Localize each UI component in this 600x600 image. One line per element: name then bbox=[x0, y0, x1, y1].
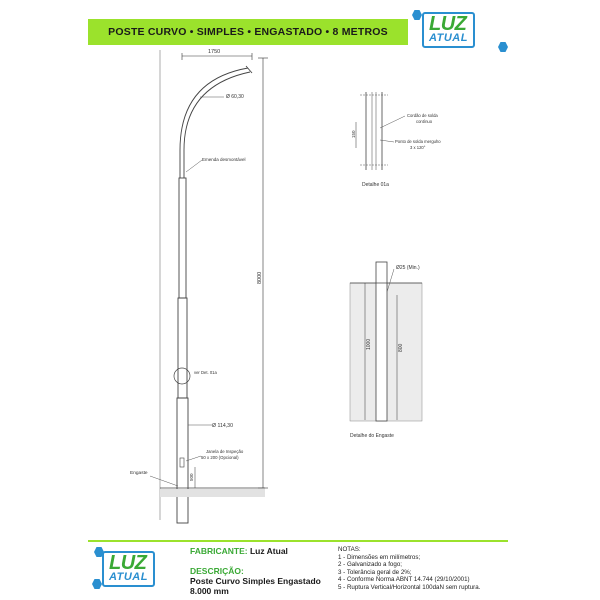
window-label-1: Janela de Inspeção bbox=[206, 449, 244, 454]
window-label-2: 50 x 200 (Opcional) bbox=[201, 455, 239, 460]
logo-word-luz: LUZ bbox=[109, 552, 147, 574]
detail-embed: Ø25 (Min.) 1000 800 Detalhe do Engaste bbox=[349, 261, 423, 439]
window-dimension-label: 500 bbox=[189, 473, 194, 481]
embed-diameter-label: Ø25 (Min.) bbox=[396, 265, 420, 271]
note-item: 4 - Conforme Norma ABNT 14.744 (29/10/20… bbox=[338, 576, 470, 584]
embed-dimension-outer: 1000 bbox=[366, 339, 372, 350]
technical-drawing: 1750 Ø 60,30 Emenda desmontável ver Det.… bbox=[130, 49, 441, 524]
manufacturer-value: Luz Atual bbox=[249, 546, 288, 556]
pole-arm bbox=[179, 67, 249, 178]
weld-callout-1a: Cordão de solda bbox=[407, 113, 438, 118]
hexagon-icon bbox=[92, 579, 102, 589]
weld-callout-2a: Ponto de solda merguho bbox=[395, 139, 441, 144]
pole-lower-section bbox=[176, 397, 189, 524]
notes-title: NOTAS: bbox=[338, 546, 361, 553]
note-item: 5 - Ruptura Vertical/Horizontal 100daN s… bbox=[338, 583, 481, 591]
detail-01a: 150 Cordão de solda contínuo Ponto de so… bbox=[351, 92, 441, 188]
logo-badge: LUZ ATUAL bbox=[422, 12, 475, 48]
base-diameter-label: Ø 114,30 bbox=[212, 423, 233, 429]
detail-circle bbox=[173, 367, 191, 385]
manufacturer-label: FABRICANTE: bbox=[190, 546, 248, 556]
ground-hatch bbox=[160, 489, 265, 497]
inspection-window bbox=[179, 457, 185, 468]
hexagon-icon bbox=[498, 42, 508, 52]
embed-label: Engaste bbox=[130, 470, 148, 476]
logo-word-luz: LUZ bbox=[429, 13, 467, 35]
note-item: 1 - Dimensões em milímetros; bbox=[338, 553, 421, 561]
joint-label: Emenda desmontável bbox=[202, 157, 246, 162]
manufacturer-block: FABRICANTE: Luz Atual bbox=[190, 546, 288, 556]
description-block: DESCRIÇÃO: Poste Curvo Simples Engastado… bbox=[190, 566, 321, 596]
pole-upper-section bbox=[178, 177, 187, 299]
detail-01a-dimension: 150 bbox=[351, 130, 356, 138]
height-dimension-label: 8000 bbox=[257, 272, 263, 284]
detail-reference-label: ver Det. 01a bbox=[194, 370, 217, 375]
detail-01a-caption: Detalhe 01a bbox=[362, 182, 389, 188]
note-item: 3 - Tolerância geral de 2%; bbox=[338, 568, 412, 576]
logo-word-atual: ATUAL bbox=[429, 32, 468, 44]
logo-word-atual: ATUAL bbox=[109, 571, 148, 583]
logo-badge: LUZ ATUAL bbox=[102, 551, 155, 587]
footer-divider bbox=[88, 540, 508, 542]
weld-callout-2b: 3 x 120° bbox=[410, 145, 426, 150]
description-label: DESCRIÇÃO: bbox=[190, 566, 244, 576]
embed-pole bbox=[375, 261, 388, 422]
hexagon-icon bbox=[94, 547, 104, 557]
description-line-2: 8.000 mm bbox=[190, 586, 229, 596]
hexagon-icon bbox=[412, 10, 422, 20]
detail-embed-caption: Detalhe do Engaste bbox=[350, 433, 394, 439]
brand-logo-bottom: LUZ ATUAL bbox=[92, 547, 184, 591]
embed-dimension-inner: 800 bbox=[398, 343, 404, 352]
description-line-1: Poste Curvo Simples Engastado bbox=[190, 576, 321, 586]
note-item: 2 - Galvanizado a fogo; bbox=[338, 561, 402, 569]
notes-block: NOTAS: 1 - Dimensões em milímetros; 2 - … bbox=[338, 546, 480, 592]
width-dimension-label: 1750 bbox=[208, 49, 220, 55]
top-diameter-label: Ø 60,30 bbox=[226, 94, 244, 100]
brand-logo-top: LUZ ATUAL bbox=[412, 8, 510, 54]
page-title: POSTE CURVO • SIMPLES • ENGASTADO • 8 ME… bbox=[88, 19, 408, 45]
weld-callout-1b: contínuo bbox=[416, 119, 433, 124]
